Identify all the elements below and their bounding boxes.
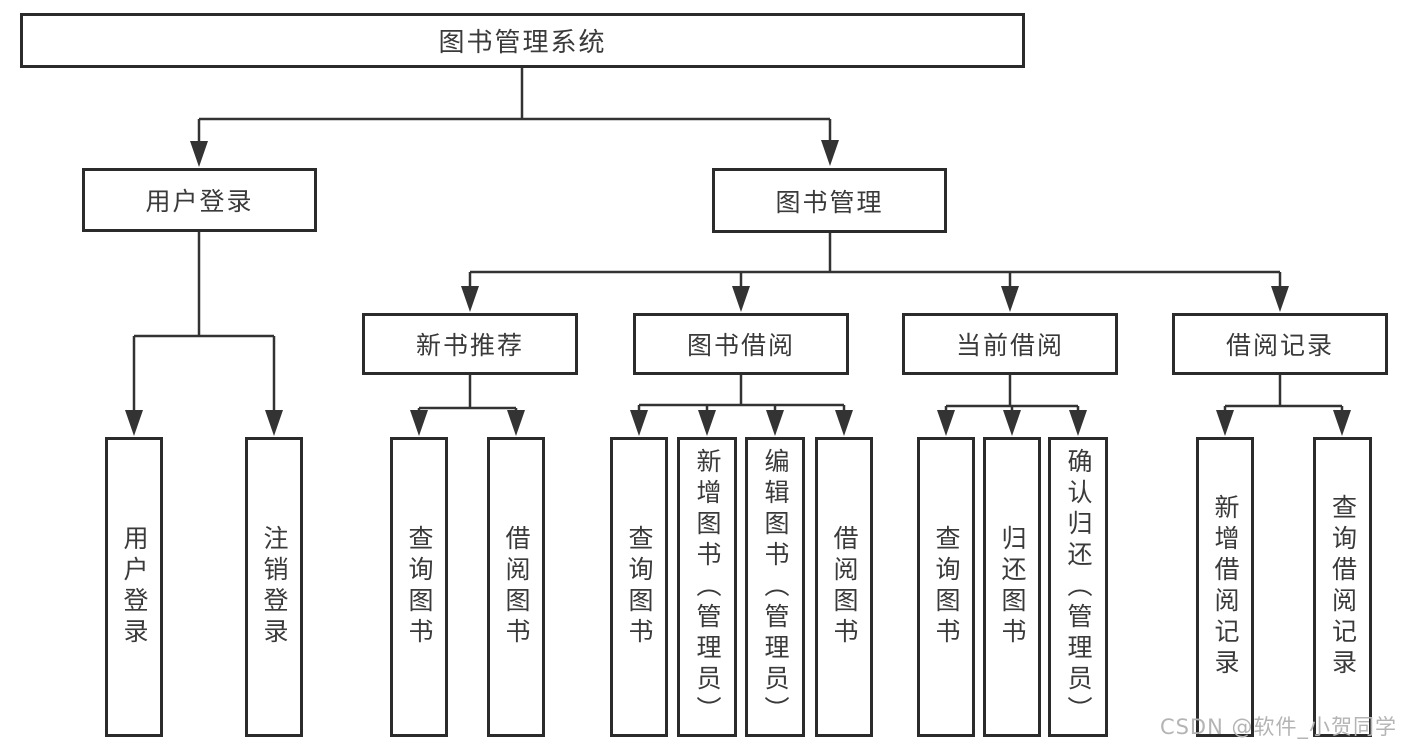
leaf-return-books: 归还图书 — [983, 437, 1041, 737]
node-library-management-system: 图书管理系统 — [20, 13, 1025, 68]
leaf-add-book-admin: 新增图书（管理员） — [677, 437, 737, 737]
leaf-user-login: 用户登录 — [105, 437, 163, 737]
watermark-text: CSDN @软件_小贺同学 — [1159, 715, 1397, 739]
node-book-borrowing: 图书借阅 — [633, 313, 849, 375]
leaf-logout: 注销登录 — [245, 437, 303, 737]
node-new-book-recommend: 新书推荐 — [362, 313, 578, 375]
leaf-borrow-books-borrowing: 借阅图书 — [815, 437, 873, 737]
leaf-confirm-return-admin: 确认归还（管理员） — [1048, 437, 1108, 737]
leaf-query-borrow-record: 查询借阅记录 — [1313, 437, 1372, 737]
leaf-query-books-recommend: 查询图书 — [390, 437, 448, 737]
leaf-query-books-borrowing: 查询图书 — [610, 437, 668, 737]
leaf-add-borrow-record: 新增借阅记录 — [1196, 437, 1254, 737]
leaf-query-books-current: 查询图书 — [917, 437, 975, 737]
node-user-login: 用户登录 — [82, 168, 317, 232]
node-borrowing-records: 借阅记录 — [1172, 313, 1388, 375]
leaf-edit-book-admin: 编辑图书（管理员） — [745, 437, 805, 737]
node-book-management: 图书管理 — [712, 168, 947, 233]
node-current-borrowing: 当前借阅 — [902, 313, 1118, 375]
leaf-borrow-books-recommend: 借阅图书 — [487, 437, 545, 737]
